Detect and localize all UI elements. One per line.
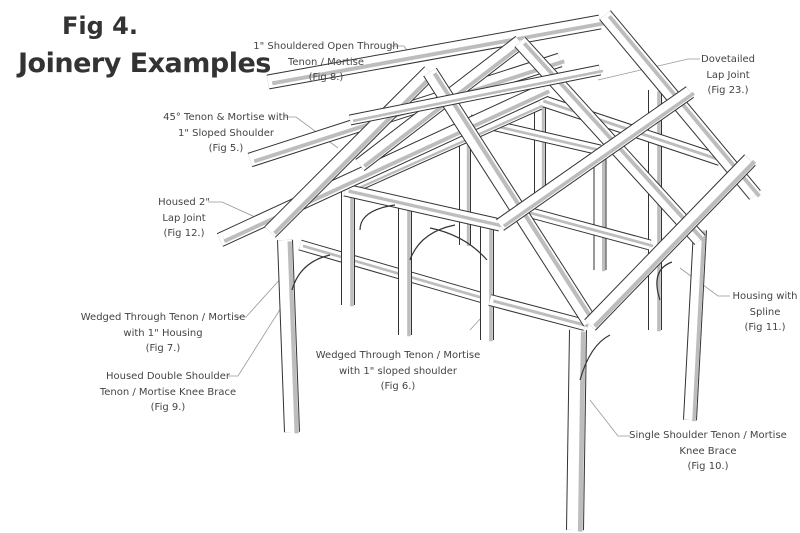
- leader-fig10: [589, 399, 630, 437]
- leader-fig23: [597, 58, 700, 81]
- label-fig12: Housed 2"Lap Joint(Fig 12.): [158, 197, 210, 239]
- leader-fig11: [679, 267, 730, 297]
- girt: [347, 100, 544, 195]
- leader-fig7: [236, 275, 284, 318]
- girt: [298, 239, 494, 306]
- post: [683, 229, 707, 422]
- post: [534, 100, 546, 201]
- figure-title: Joinery Examples: [18, 48, 271, 79]
- tie-beam: [488, 294, 589, 331]
- leader-lines: [208, 45, 730, 437]
- leader-fig9: [228, 299, 287, 377]
- post: [459, 130, 471, 246]
- rafter: [264, 66, 437, 238]
- post: [593, 150, 607, 272]
- post: [398, 205, 412, 337]
- post: [480, 222, 494, 342]
- knee-brace: [579, 334, 611, 381]
- knee-brace: [359, 204, 396, 231]
- rafter: [423, 67, 597, 327]
- purlin: [495, 86, 695, 231]
- collar-tie: [348, 64, 604, 126]
- knee-brace: [409, 224, 456, 261]
- post: [648, 90, 662, 332]
- purlin: [584, 154, 757, 331]
- knee-brace: [291, 254, 331, 291]
- post: [277, 239, 300, 434]
- purlin: [266, 14, 605, 90]
- tie-beam: [343, 183, 504, 232]
- leader-fig12: [208, 201, 267, 223]
- figure-number: Fig 4.: [62, 12, 138, 40]
- post: [341, 190, 355, 307]
- knee-brace: [656, 261, 673, 301]
- tie-beam: [518, 204, 654, 251]
- knee-brace: [429, 227, 488, 261]
- post: [566, 329, 587, 532]
